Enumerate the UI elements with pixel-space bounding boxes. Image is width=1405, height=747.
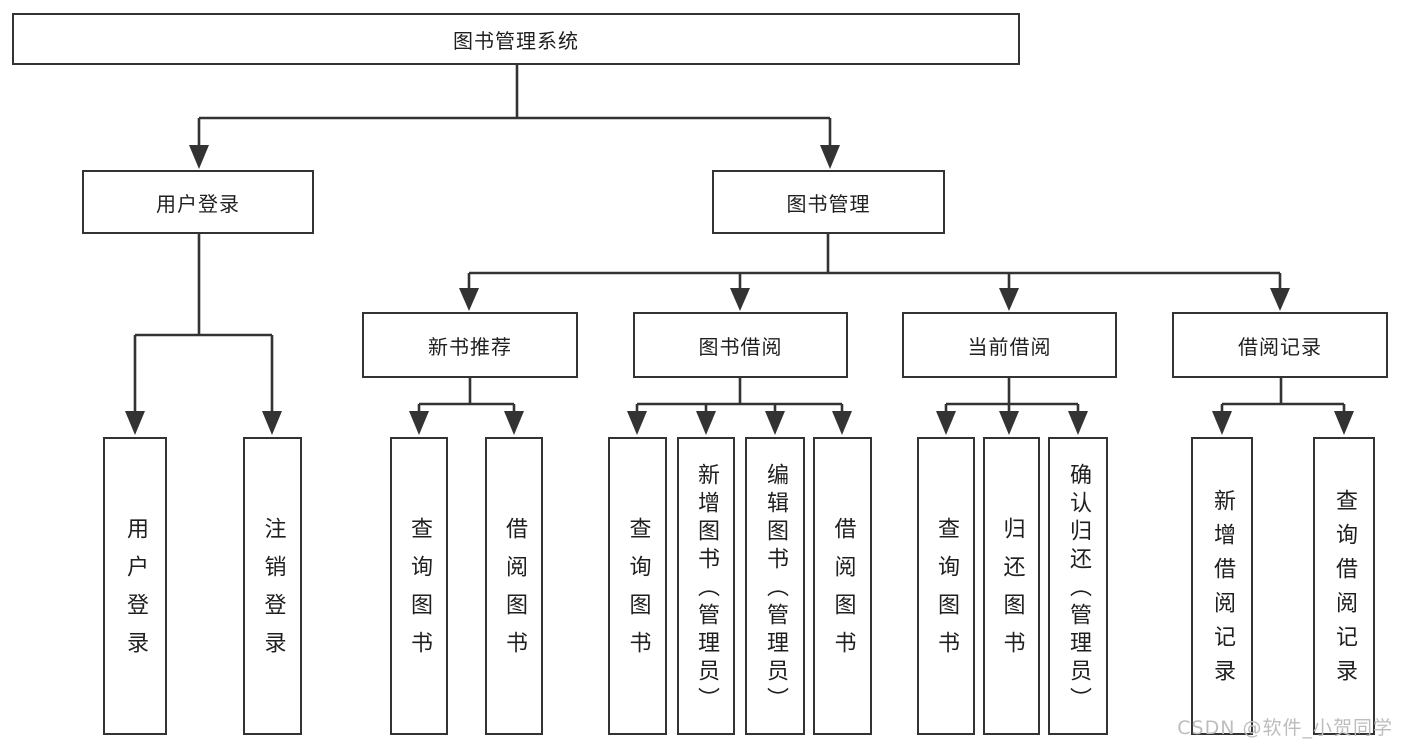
node-user-login: 用户登录	[82, 170, 314, 234]
leaf-return-books-label: 归还图书	[999, 517, 1025, 669]
leaf-add-books-admin-label: 新增图书（管理员）	[694, 462, 719, 715]
leaf-query-books-recommend-label: 查询图书	[407, 517, 432, 669]
leaf-query-books-current: 查询图书	[917, 437, 975, 735]
node-library-management-system: 图书管理系统	[12, 13, 1020, 65]
csdn-watermark: CSDN @软件_小贺同学	[1177, 717, 1393, 739]
edge-current-borrowing-to-leaves	[936, 378, 1088, 435]
node-book-management: 图书管理	[712, 170, 945, 234]
leaf-add-borrow-record: 新增借阅记录	[1191, 437, 1253, 735]
leaf-return-books: 归还图书	[983, 437, 1040, 735]
leaf-query-books-recommend: 查询图书	[390, 437, 448, 735]
node-borrowing-records: 借阅记录	[1172, 312, 1388, 378]
edge-root-to-level2	[189, 65, 840, 169]
node-book-borrowing: 图书借阅	[633, 312, 848, 378]
leaf-edit-books-admin: 编辑图书（管理员）	[745, 437, 805, 735]
leaf-query-borrow-record-label: 查询借阅记录	[1332, 489, 1357, 693]
leaf-confirm-return-admin-label: 确认归还（管理员）	[1066, 462, 1091, 715]
leaf-query-books-borrowing-label: 查询图书	[625, 517, 651, 669]
leaf-logout-label: 注销登录	[260, 517, 286, 669]
node-current-borrowing: 当前借阅	[902, 312, 1117, 378]
node-new-book-recommendation: 新书推荐	[362, 312, 578, 378]
leaf-query-books-current-label: 查询图书	[934, 517, 959, 669]
leaf-borrow-books-recommend-label: 借阅图书	[502, 517, 527, 669]
edge-book-borrowing-to-leaves	[627, 378, 852, 435]
edge-borrowing-records-to-leaves	[1212, 378, 1354, 435]
leaf-add-books-admin: 新增图书（管理员）	[677, 437, 735, 735]
leaf-confirm-return-admin: 确认归还（管理员）	[1048, 437, 1108, 735]
leaf-edit-books-admin-label: 编辑图书（管理员）	[763, 462, 788, 715]
edge-book-management-to-level3	[459, 234, 1290, 311]
leaf-query-borrow-record: 查询借阅记录	[1313, 437, 1375, 735]
edge-new-book-to-leaves	[409, 378, 524, 435]
edge-user-login-to-leaves	[125, 234, 282, 435]
leaf-borrow-books-borrowing-label: 借阅图书	[830, 517, 856, 669]
leaf-borrow-books-borrowing: 借阅图书	[813, 437, 872, 735]
leaf-add-borrow-record-label: 新增借阅记录	[1210, 489, 1235, 693]
leaf-logout: 注销登录	[243, 437, 302, 735]
leaf-borrow-books-recommend: 借阅图书	[485, 437, 543, 735]
leaf-user-login-label: 用户登录	[123, 517, 148, 669]
leaf-user-login: 用户登录	[103, 437, 167, 735]
leaf-query-books-borrowing: 查询图书	[608, 437, 667, 735]
